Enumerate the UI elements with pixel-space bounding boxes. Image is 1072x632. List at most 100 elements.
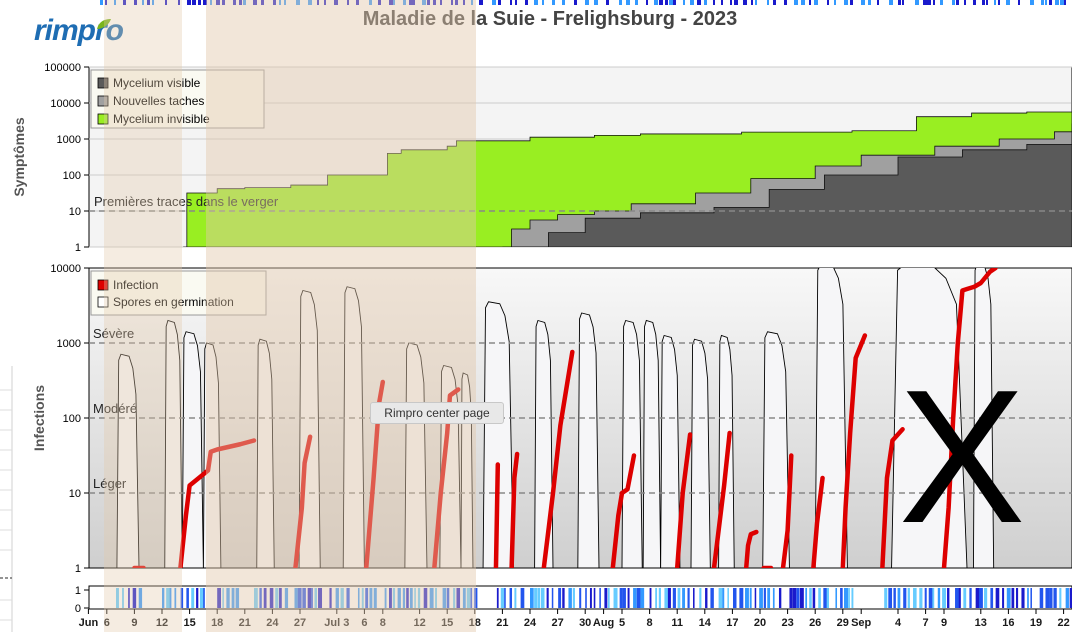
top-strip-bar bbox=[1018, 0, 1020, 5]
wetness-bar bbox=[913, 588, 917, 608]
wetness-bar bbox=[226, 588, 230, 608]
top-strip-bar bbox=[216, 0, 220, 5]
top-strip-bar bbox=[369, 0, 372, 5]
wetness-bar bbox=[978, 588, 983, 608]
top-strip-bar bbox=[510, 0, 512, 5]
wetness-bar bbox=[599, 588, 601, 608]
wetness-bar bbox=[1015, 588, 1019, 608]
wetness-bar bbox=[840, 588, 843, 608]
top-strip-bar bbox=[1055, 0, 1059, 5]
wetness-bar bbox=[138, 588, 143, 608]
symptoms-legend: Mycelium visible Nouvelles taches Myceli… bbox=[90, 69, 265, 129]
infection-curve bbox=[840, 333, 868, 568]
wetness-bar bbox=[718, 588, 723, 608]
wetness-bar bbox=[593, 588, 596, 608]
top-strip-bar bbox=[233, 0, 236, 5]
wetness-bar bbox=[903, 588, 907, 608]
spores-event bbox=[621, 319, 643, 568]
date-label: 5 bbox=[619, 617, 625, 629]
wetness-bar bbox=[534, 588, 538, 608]
top-strip-bar bbox=[814, 0, 818, 5]
wetness-bar bbox=[1011, 588, 1015, 608]
wetness-bar bbox=[1069, 588, 1072, 608]
wetness-bar bbox=[835, 588, 838, 608]
top-strip-bar bbox=[902, 0, 904, 5]
wetness-bar bbox=[655, 588, 658, 608]
infection-curve bbox=[363, 379, 386, 568]
wetness-bar bbox=[947, 588, 950, 608]
symptoms-tick-label: 10000 bbox=[50, 98, 81, 110]
wetness-bar bbox=[851, 588, 854, 608]
wetness-bar bbox=[907, 588, 910, 608]
symptoms-axis-title: Symptômes bbox=[11, 117, 27, 197]
wetness-bar bbox=[955, 588, 959, 608]
wetness-bar bbox=[739, 588, 744, 608]
infection-curve bbox=[880, 427, 905, 568]
infections-legend: Infection Spores en germination bbox=[90, 270, 267, 316]
top-strip-bar bbox=[606, 0, 609, 5]
wetness-bar bbox=[844, 588, 849, 608]
wetness-bar bbox=[335, 588, 339, 608]
top-strip-bar bbox=[665, 0, 668, 5]
wetness-bar bbox=[812, 588, 816, 608]
top-strip-bar bbox=[273, 0, 276, 5]
wetness-bar bbox=[199, 588, 204, 608]
wetness-bar bbox=[540, 588, 545, 608]
wetness-bar bbox=[682, 588, 686, 608]
top-strip-bar bbox=[940, 0, 943, 5]
wetness-bar bbox=[789, 588, 793, 608]
wetness-bar bbox=[269, 588, 274, 608]
wetness-bar bbox=[749, 588, 752, 608]
top-strip-bar bbox=[998, 0, 1000, 5]
wetness-bar bbox=[604, 588, 608, 608]
top-strip-bar bbox=[1041, 0, 1044, 5]
top-strip-bar bbox=[393, 0, 395, 5]
symptoms-tick-label: 100000 bbox=[44, 62, 81, 74]
chart-title: Maladie de la Suie - Frelighsburg - 2023 bbox=[362, 8, 738, 30]
infection-threshold-label: Léger bbox=[93, 476, 127, 491]
spores-event bbox=[342, 286, 365, 568]
rimpro-logo[interactable]: rimpro bbox=[34, 14, 124, 48]
wetness-bar bbox=[558, 588, 562, 608]
infections-tick-label: 10000 bbox=[50, 263, 81, 275]
spores-event bbox=[534, 319, 554, 568]
infections-legend-box bbox=[90, 270, 267, 316]
wetness-bar bbox=[284, 588, 289, 608]
top-strip-bar bbox=[324, 0, 326, 5]
wetness-bar bbox=[585, 588, 587, 608]
spores-event bbox=[116, 353, 140, 568]
wetness-bar bbox=[767, 588, 771, 608]
date-label: 23 bbox=[781, 617, 793, 629]
symptoms-areas bbox=[183, 80, 1072, 247]
date-label: 14 bbox=[699, 617, 712, 629]
top-strip-bar bbox=[635, 0, 638, 5]
wetness-bar bbox=[470, 588, 473, 608]
wetness-bar bbox=[1002, 588, 1005, 608]
top-strip-bar bbox=[801, 0, 805, 5]
wetness-bar bbox=[180, 588, 184, 608]
top-strip-bar bbox=[105, 0, 107, 5]
top-strip-bar bbox=[147, 0, 150, 5]
infection-threshold-label: Modéré bbox=[93, 401, 137, 416]
wetness-bar bbox=[672, 588, 676, 608]
wetness-bar bbox=[263, 588, 267, 608]
wetness-bar bbox=[699, 588, 702, 608]
wetness-bar bbox=[462, 588, 466, 608]
top-strip-bar bbox=[646, 0, 648, 5]
wetness-bar bbox=[520, 588, 525, 608]
wetness-bar bbox=[530, 588, 534, 608]
infection-curve bbox=[509, 451, 520, 568]
wetness-bar bbox=[174, 588, 177, 608]
rimpro-tooltip: Rimpro center page bbox=[370, 402, 504, 424]
wetness-bar bbox=[435, 588, 437, 608]
wetness-bar bbox=[805, 588, 808, 608]
wetness-bar bbox=[402, 588, 406, 608]
wetness-bar bbox=[572, 588, 575, 608]
wetness-bar bbox=[975, 588, 980, 608]
wetness-bar bbox=[848, 588, 850, 608]
wetness-bar bbox=[1065, 588, 1069, 608]
spores-event bbox=[577, 312, 600, 568]
wetness-bar bbox=[826, 588, 830, 608]
top-strip-bar bbox=[413, 0, 415, 5]
